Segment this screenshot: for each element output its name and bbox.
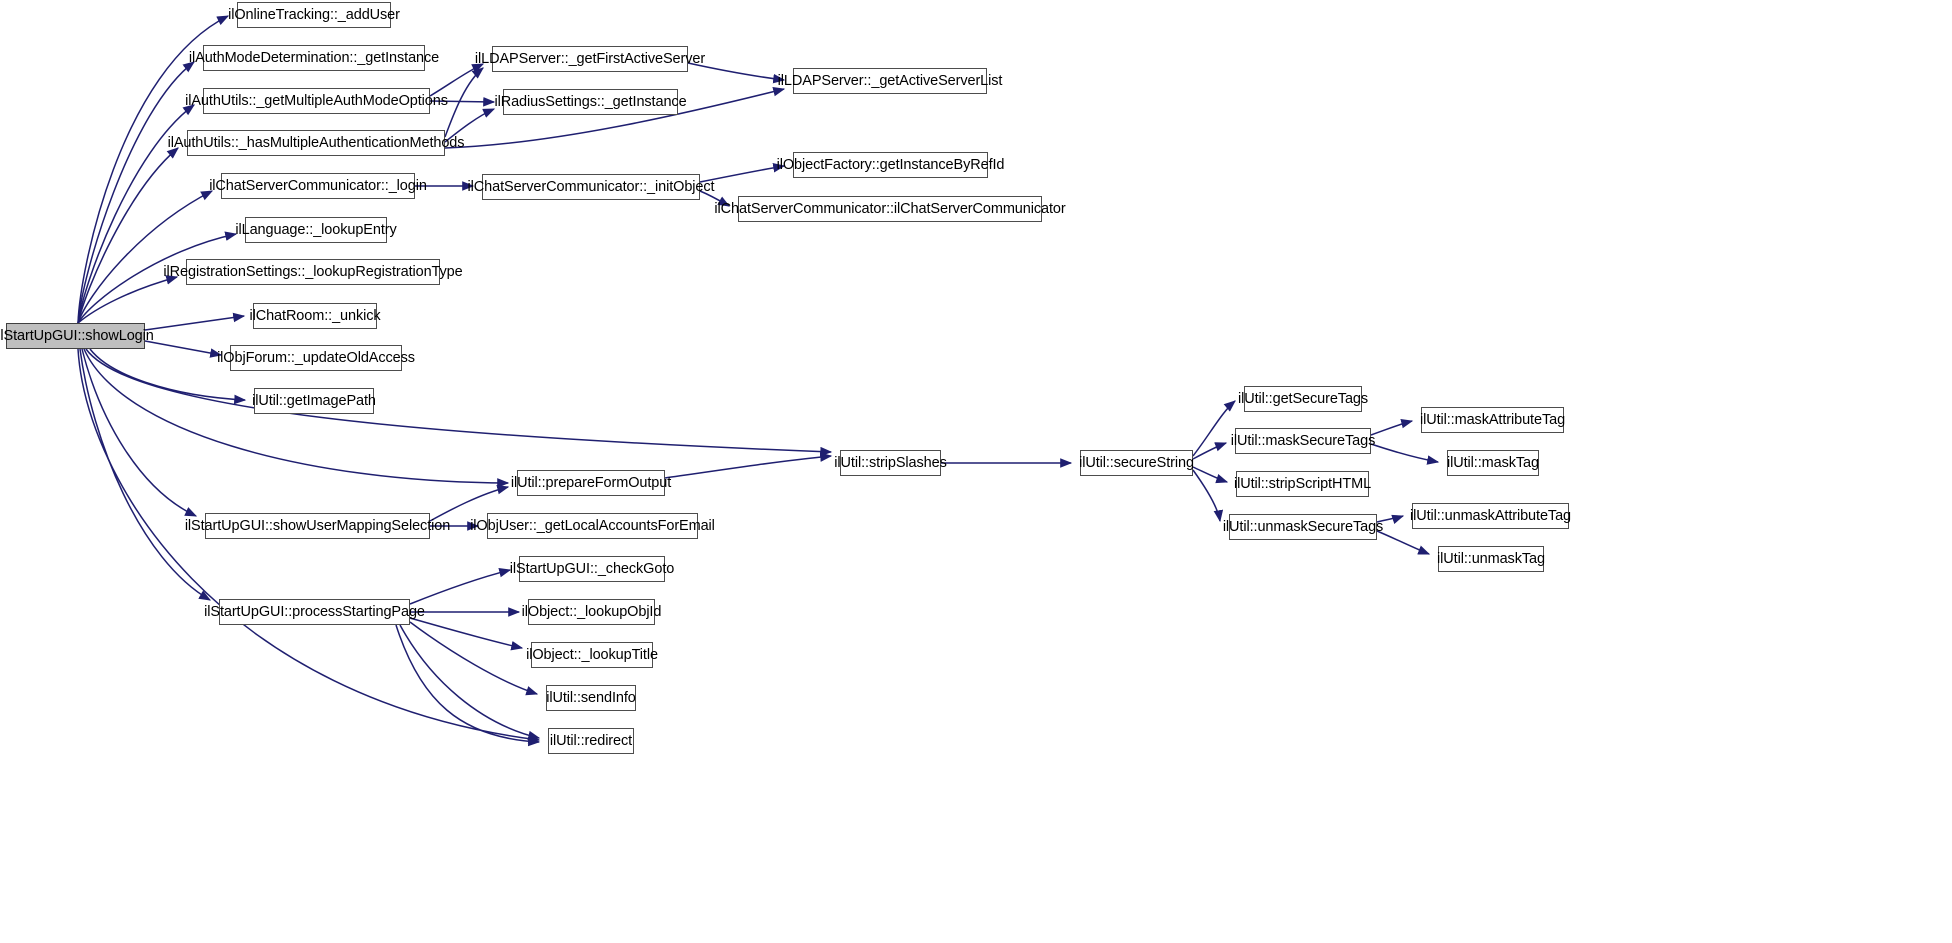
graph-edge-processStartingPage-to-checkGoto <box>409 567 512 605</box>
graph-node-checkGoto[interactable]: ilStartUpGUI::_checkGoto <box>510 556 674 582</box>
graph-node-label: ilUtil::unmaskAttributeTag <box>1410 507 1571 524</box>
graph-node-label: ilUtil::maskSecureTags <box>1230 432 1376 449</box>
graph-edge-showLogin-to-unkick <box>144 312 246 331</box>
graph-node-sendInfo[interactable]: ilUtil::sendInfo <box>546 685 636 711</box>
graph-edge-showLogin-to-showUserMapping <box>81 348 198 517</box>
graph-node-label: ilUtil::sendInfo <box>546 689 636 706</box>
graph-edge-secureString-to-stripScriptHTML <box>1192 466 1229 484</box>
graph-edge-showLogin-to-lookupRegType <box>77 275 179 324</box>
graph-node-label: ilUtil::secureString <box>1079 454 1194 471</box>
graph-edge-getMultipleAuthMode-to-getFirstActiveServer <box>429 63 485 97</box>
graph-edge-maskSecureTags-to-maskTag <box>1370 443 1440 465</box>
graph-node-label: ilUtil::stripSlashes <box>834 454 947 471</box>
graph-node-showLogin[interactable]: ilStartUpGUI::showLogin <box>0 323 154 349</box>
graph-node-label: ilAuthUtils::_getMultipleAuthModeOptions <box>185 92 448 109</box>
graph-node-label: ilStartUpGUI::showLogin <box>0 327 154 344</box>
graph-node-unkick[interactable]: ilChatRoom::_unkick <box>249 303 381 329</box>
graph-node-maskAttributeTag[interactable]: ilUtil::maskAttributeTag <box>1419 407 1566 433</box>
graph-node-lookupTitle[interactable]: ilObject::_lookupTitle <box>526 642 658 668</box>
graph-node-chatCtor[interactable]: ilChatServerCommunicator::ilChatServerCo… <box>714 196 1066 222</box>
graph-node-label: ilObjUser::_getLocalAccountsForEmail <box>470 517 715 534</box>
graph-node-getImagePath[interactable]: ilUtil::getImagePath <box>252 388 376 414</box>
graph-node-label: ilUtil::maskAttributeTag <box>1419 411 1566 428</box>
graph-node-label: ilUtil::unmaskSecureTags <box>1222 518 1384 535</box>
graph-node-getFirstActiveServer[interactable]: ilLDAPServer::_getFirstActiveServer <box>475 46 705 72</box>
graph-edge-showLogin-to-processStartingPage <box>79 348 212 601</box>
graph-node-label: ilStartUpGUI::_checkGoto <box>509 560 675 577</box>
graph-node-processStartingPage[interactable]: ilStartUpGUI::processStartingPage <box>204 599 425 625</box>
graph-edge-showLogin-to-chatLogin <box>77 190 214 324</box>
graph-node-hasMultipleAuth[interactable]: ilAuthUtils::_hasMultipleAuthenticationM… <box>168 130 465 156</box>
graph-node-prepareFormOutput[interactable]: ilUtil::prepareFormOutput <box>511 470 671 496</box>
graph-node-getMultipleAuthMode[interactable]: ilAuthUtils::_getMultipleAuthModeOptions <box>185 88 448 114</box>
graph-node-updateOldAccess[interactable]: ilObjForum::_updateOldAccess <box>217 345 415 371</box>
graph-edge-processStartingPage-to-sendInfo <box>409 621 539 696</box>
graph-node-label: ilObjForum::_updateOldAccess <box>217 349 415 366</box>
graph-node-label: ilChatServerCommunicator::ilChatServerCo… <box>714 200 1066 217</box>
graph-node-lookupRegType[interactable]: ilRegistrationSettings::_lookupRegistrat… <box>163 259 463 285</box>
graph-edge-processStartingPage-to-redirect <box>399 624 541 741</box>
graph-node-unmaskAttributeTag[interactable]: ilUtil::unmaskAttributeTag <box>1410 503 1571 529</box>
graph-node-label: ilUtil::prepareFormOutput <box>510 474 672 491</box>
graph-node-getLocalAccounts[interactable]: ilObjUser::_getLocalAccountsForEmail <box>470 513 715 539</box>
graph-node-stripScriptHTML[interactable]: ilUtil::stripScriptHTML <box>1233 471 1372 497</box>
graph-edge-unmaskSecureTags-to-unmaskTag <box>1376 530 1431 555</box>
graph-node-label: ilLanguage::_lookupEntry <box>235 221 397 238</box>
graph-node-label: ilOnlineTracking::_addUser <box>228 6 400 23</box>
graph-edge-processStartingPage-to-lookupTitle <box>409 617 524 651</box>
graph-node-label: ilUtil::unmaskTag <box>1437 550 1545 567</box>
graph-node-label: ilStartUpGUI::showUserMappingSelection <box>184 517 451 534</box>
graph-node-label: ilAuthModeDetermination::_getInstance <box>188 49 440 66</box>
graph-node-authModeGetInstance[interactable]: ilAuthModeDetermination::_getInstance <box>189 45 439 71</box>
graph-node-label: ilLDAPServer::_getActiveServerList <box>777 72 1003 89</box>
graph-node-unmaskTag[interactable]: ilUtil::unmaskTag <box>1437 546 1545 572</box>
graph-node-label: ilRadiusSettings::_getInstance <box>494 93 687 110</box>
graph-edge-hasMultipleAuth-to-getFirstActiveServer <box>444 67 484 138</box>
graph-node-label: ilUtil::stripScriptHTML <box>1233 475 1372 492</box>
graph-node-label: ilChatServerCommunicator::_login <box>209 177 427 194</box>
graph-node-label: ilUtil::maskTag <box>1447 454 1539 471</box>
graph-node-label: ilUtil::redirect <box>549 732 633 749</box>
graph-edge-secureString-to-unmaskSecureTags <box>1192 469 1224 523</box>
graph-node-label: ilObjectFactory::getInstanceByRefId <box>776 156 1005 173</box>
graph-node-maskTag[interactable]: ilUtil::maskTag <box>1447 450 1539 476</box>
graph-edge-prepareFormOutput-to-stripSlashes <box>664 452 833 479</box>
graph-node-redirect[interactable]: ilUtil::redirect <box>548 728 634 754</box>
graph-node-label: ilChatRoom::_unkick <box>249 307 381 324</box>
graph-node-addUser[interactable]: ilOnlineTracking::_addUser <box>228 2 400 28</box>
graph-node-getActiveServerList[interactable]: ilLDAPServer::_getActiveServerList <box>778 68 1002 94</box>
graph-edge-maskSecureTags-to-maskAttributeTag <box>1370 418 1414 436</box>
edge-paths <box>77 15 1440 747</box>
graph-node-getInstanceByRefId[interactable]: ilObjectFactory::getInstanceByRefId <box>777 152 1005 178</box>
graph-node-lookupObjId[interactable]: ilObject::_lookupObjId <box>522 599 661 625</box>
graph-node-label: ilAuthUtils::_hasMultipleAuthenticationM… <box>167 134 465 151</box>
graph-edge-showLogin-to-updateOldAccess <box>144 340 223 358</box>
graph-node-label: ilUtil::getImagePath <box>252 392 376 409</box>
graph-edge-processStartingPage-2-to-redirect <box>395 624 541 747</box>
graph-node-label: ilObject::_lookupObjId <box>521 603 662 620</box>
graph-node-chatLogin[interactable]: ilChatServerCommunicator::_login <box>209 173 427 199</box>
graph-node-getSecureTags[interactable]: ilUtil::getSecureTags <box>1238 386 1368 412</box>
graph-node-showUserMapping[interactable]: ilStartUpGUI::showUserMappingSelection <box>185 513 450 539</box>
graph-edge-showLogin-to-stripSlashes <box>85 348 833 457</box>
graph-edge-secureString-to-maskSecureTags <box>1192 442 1228 460</box>
graph-node-secureString[interactable]: ilUtil::secureString <box>1079 450 1194 476</box>
graph-node-lookupEntry[interactable]: ilLanguage::_lookupEntry <box>235 217 397 243</box>
graph-node-label: ilStartUpGUI::processStartingPage <box>204 603 425 620</box>
graph-node-chatInitObject[interactable]: ilChatServerCommunicator::_initObject <box>468 174 715 200</box>
graph-node-radiusGetInstance[interactable]: ilRadiusSettings::_getInstance <box>494 89 687 115</box>
graph-node-label: ilObject::_lookupTitle <box>526 646 658 663</box>
graph-edge-showLogin-to-authModeGetInstance <box>77 61 195 324</box>
graph-node-stripSlashes[interactable]: ilUtil::stripSlashes <box>834 450 947 476</box>
graph-node-label: ilRegistrationSettings::_lookupRegistrat… <box>163 263 463 280</box>
graph-node-label: ilChatServerCommunicator::_initObject <box>467 178 715 195</box>
graph-node-maskSecureTags[interactable]: ilUtil::maskSecureTags <box>1231 428 1375 454</box>
graph-edge-showLogin-to-hasMultipleAuth <box>77 147 179 324</box>
graph-node-label: ilLDAPServer::_getFirstActiveServer <box>474 50 706 67</box>
graph-node-label: ilUtil::getSecureTags <box>1237 390 1369 407</box>
graph-node-unmaskSecureTags[interactable]: ilUtil::unmaskSecureTags <box>1223 514 1383 540</box>
graph-edge-secureString-to-getSecureTags <box>1192 400 1236 457</box>
